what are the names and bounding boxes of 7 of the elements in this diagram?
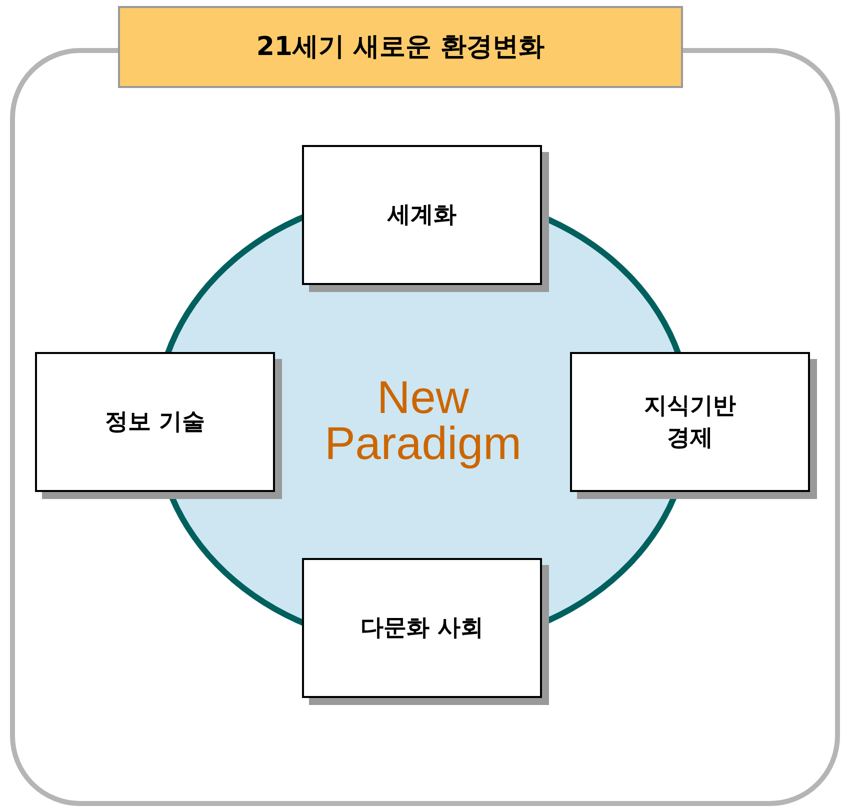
- topic-label: 정보 기술: [104, 408, 205, 437]
- topic-label: 세계화: [388, 200, 456, 230]
- topic-label: 지식기반 경제: [643, 392, 737, 453]
- center-label: New Paradigm: [324, 374, 522, 466]
- title-banner: [118, 6, 683, 88]
- title-text: 21세기 새로운 환경변화: [256, 30, 545, 64]
- topic-label: 다문화 사회: [360, 614, 484, 643]
